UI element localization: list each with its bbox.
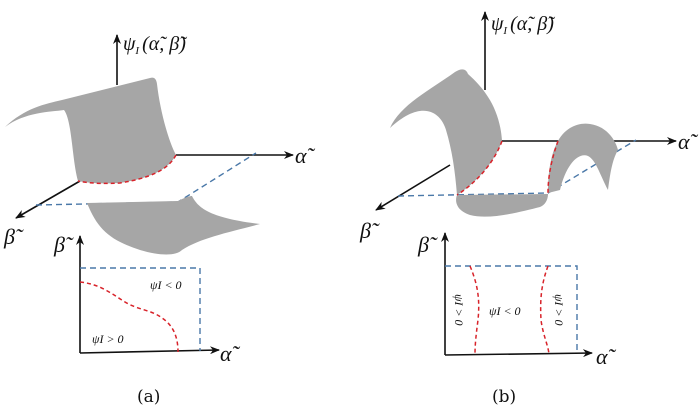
region-neg-b: ψI < 0 (489, 304, 521, 318)
beta-axis-a (15, 180, 81, 219)
z-axis-label-a: ψI(α̃, β̃) (123, 33, 187, 57)
surface-upper-a (5, 77, 176, 184)
inset-domain-a (80, 267, 201, 351)
inset-alpha-axis-b (444, 349, 593, 358)
zero-contour-a (77, 154, 177, 185)
surface-right-hump-b (548, 123, 618, 193)
inset-domain-b (445, 265, 578, 353)
region-pos-a: ψI > 0 (92, 332, 124, 346)
beta-label-b: β̃ (359, 218, 380, 243)
inset-beta-label-b: β̃ (417, 232, 438, 257)
beta-label-a: β̃ (3, 224, 24, 249)
alpha-label-a: α̃ (295, 143, 316, 168)
inset-alpha-label-a: α̃ (220, 341, 241, 366)
inset-contour-a (79, 281, 179, 353)
region-pos-left-b: ψI > 0 (452, 294, 466, 326)
beta-axis-b (375, 164, 451, 211)
region-pos-right-b: ψI > 0 (552, 294, 566, 326)
inset-contour-left-b (469, 265, 480, 355)
caption-b: (b) (492, 387, 516, 407)
surface-lower-a (87, 196, 260, 255)
caption-a: (a) (137, 387, 160, 407)
panel-b: ψI(α̃, β̃) α̃ β̃ ψI > 0 ψI < 0 ψI > 0 α̃… (359, 11, 699, 407)
surface-left-fold-b (390, 69, 548, 217)
inset-alpha-axis-a (79, 346, 220, 355)
alpha-label-b: α̃ (678, 129, 699, 154)
z-axis-label-b: ψI(α̃, β̃) (491, 13, 555, 37)
inset-b: ψI > 0 ψI < 0 ψI > 0 α̃ β̃ (417, 232, 617, 369)
inset-alpha-label-b: α̃ (596, 344, 617, 369)
inset-contour-right-b (539, 265, 550, 355)
zero-contour-left-b (456, 140, 503, 196)
inset-beta-label-a: β̃ (53, 232, 74, 257)
inset-a: ψI < 0 ψI > 0 α̃ β̃ (53, 232, 241, 366)
panel-a: ψI(α̃, β̃) α̃ β̃ ψI < 0 ψI > 0 α̃ β̃ (a) (3, 33, 316, 407)
region-neg-a: ψI < 0 (150, 278, 182, 292)
